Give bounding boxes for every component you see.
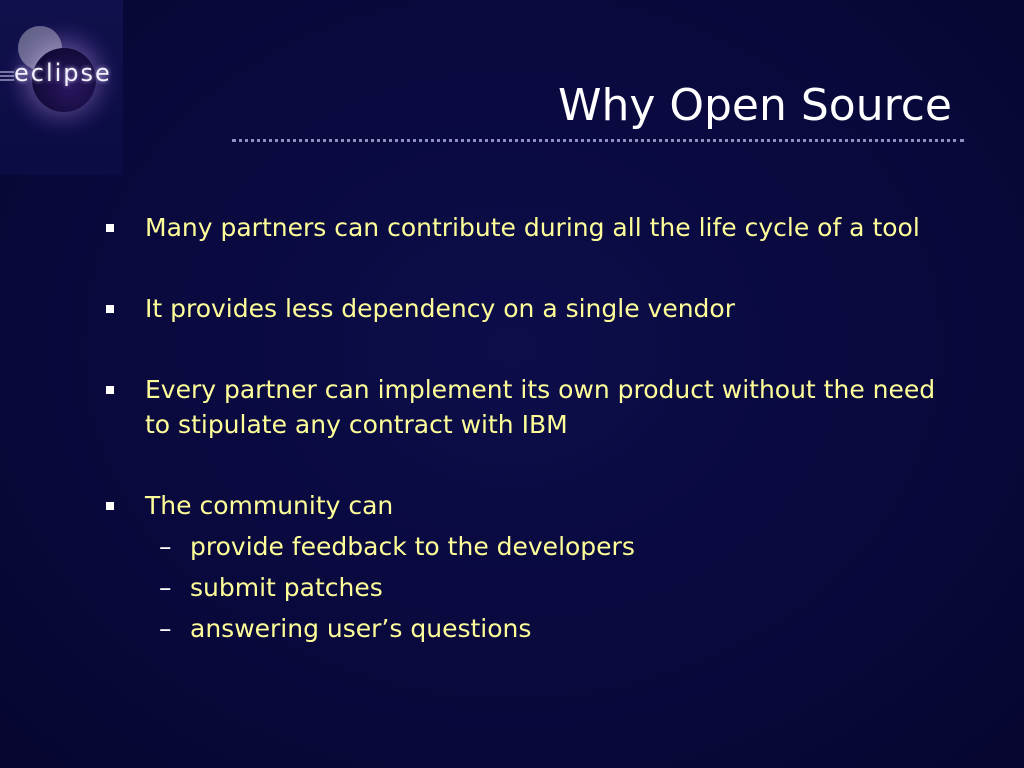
title-divider [232, 139, 964, 142]
sub-bullet-item: – provide feedback to the developers [145, 529, 960, 564]
dash-marker: – [159, 532, 172, 561]
eclipse-logo-icon [0, 18, 122, 138]
bullet-text: It provides less dependency on a single … [145, 294, 736, 323]
bullet-text: Every partner can implement its own prod… [145, 375, 936, 439]
sub-bullet-item: – submit patches [145, 570, 960, 605]
bullet-text: Many partners can contribute during all … [145, 213, 920, 242]
bullet-item: It provides less dependency on a single … [100, 291, 960, 326]
bullet-item: Many partners can contribute during all … [100, 210, 960, 245]
square-bullet-icon [106, 386, 114, 394]
dash-marker: – [159, 614, 172, 643]
dash-marker: – [159, 573, 172, 602]
sub-bullet-text: answering user’s questions [190, 614, 532, 643]
square-bullet-icon [106, 305, 114, 313]
eclipse-logo: eclipse [0, 0, 123, 175]
sub-bullet-text: provide feedback to the developers [190, 532, 635, 561]
square-bullet-icon [106, 224, 114, 232]
bullet-item: Every partner can implement its own prod… [100, 372, 960, 442]
bullet-list: Many partners can contribute during all … [100, 210, 960, 652]
bullet-text: The community can [145, 491, 394, 520]
sub-bullet-item: – answering user’s questions [145, 611, 960, 646]
sub-bullet-text: submit patches [190, 573, 383, 602]
page-title: Why Open Source [557, 80, 952, 131]
square-bullet-icon [106, 502, 114, 510]
bullet-item: The community can – provide feedback to … [100, 488, 960, 646]
sub-bullet-list: – provide feedback to the developers – s… [145, 529, 960, 646]
logo-text: eclipse [14, 59, 112, 87]
